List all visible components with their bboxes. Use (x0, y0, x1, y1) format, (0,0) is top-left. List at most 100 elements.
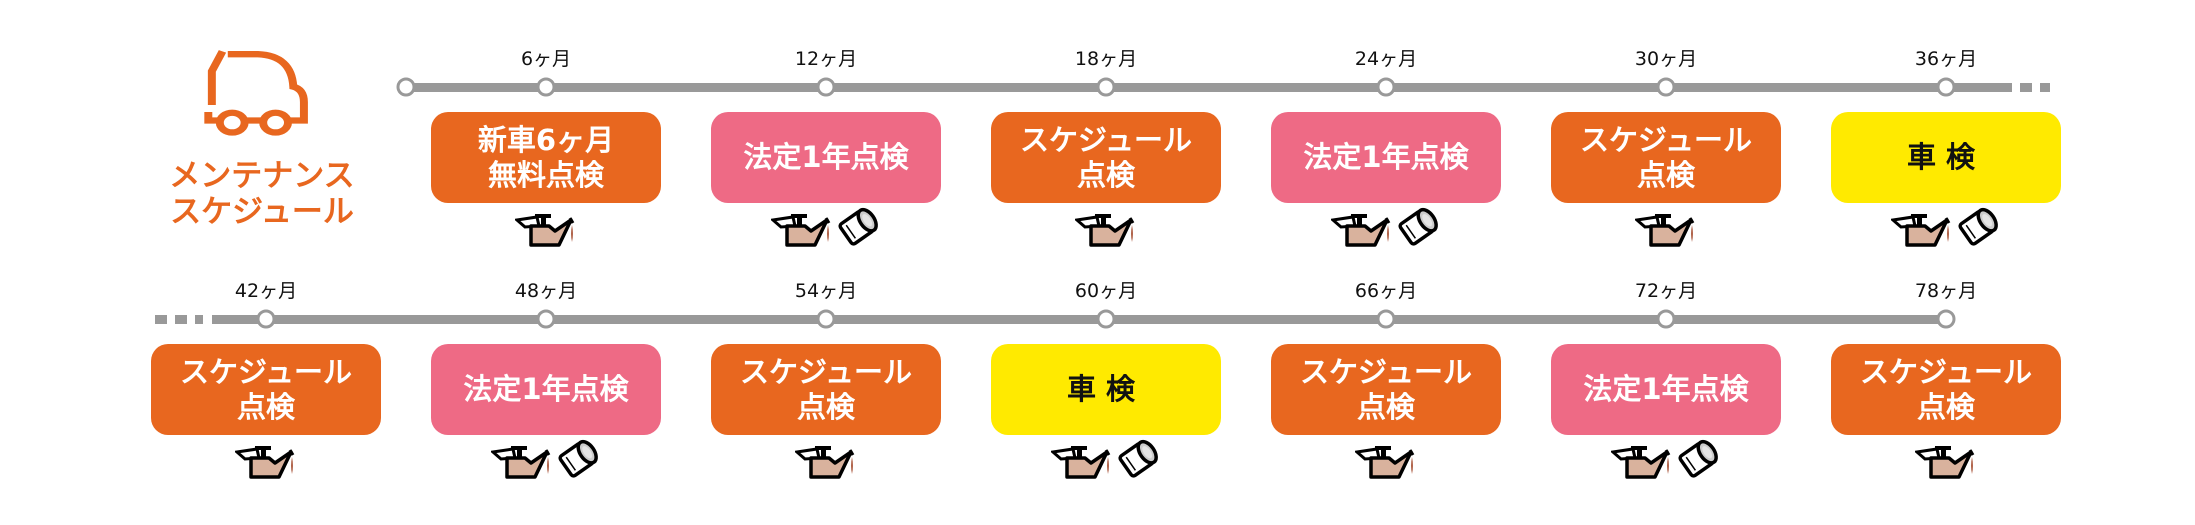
milestone-month-label: 12ヶ月 (794, 48, 858, 70)
oil-can-icon (1329, 212, 1393, 252)
inspection-box-pink: 法定1年点検 (1271, 112, 1501, 203)
milestone-month-label: 18ヶ月 (1074, 48, 1138, 70)
car-icon (204, 50, 308, 136)
timeline-continuation-dash (195, 315, 203, 324)
inspection-name: スケジュール (1300, 354, 1472, 389)
timeline-continuation-dash (2020, 83, 2032, 92)
oil-filter-icon (837, 204, 881, 252)
timeline-line-row-1 (406, 83, 2012, 92)
inspection-box-pink: 法定1年点検 (711, 112, 941, 203)
inspection-box-yellow: 車検 (991, 344, 1221, 435)
inspection-name: 無料点検 (487, 157, 604, 192)
inspection-name: 法定1年点検 (463, 372, 629, 406)
milestone-month-label: 42ヶ月 (234, 280, 298, 302)
milestone-month-label: 66ヶ月 (1354, 280, 1418, 302)
service-icons (793, 440, 857, 484)
milestone-dot (816, 77, 836, 97)
milestone-dot (816, 309, 836, 329)
service-icons (513, 208, 577, 252)
milestone-dot (256, 309, 276, 329)
milestone-month-label: 72ヶ月 (1634, 280, 1698, 302)
inspection-name: 車検 (1906, 140, 1985, 174)
oil-can-icon (1049, 444, 1113, 484)
milestone-dot (1656, 309, 1676, 329)
milestone-month-label: 24ヶ月 (1354, 48, 1418, 70)
service-icons (1633, 208, 1697, 252)
oil-can-icon (793, 444, 857, 484)
oil-can-icon (1073, 212, 1137, 252)
service-icons (489, 439, 601, 484)
inspection-box-orange: 新車6ヶ月無料点検 (431, 112, 661, 203)
title-line-2: スケジュール (170, 194, 354, 230)
service-icons (1609, 439, 1721, 484)
inspection-name: 法定1年点検 (1303, 140, 1469, 174)
oil-can-icon (1889, 212, 1953, 252)
inspection-box-yellow: 車検 (1831, 112, 2061, 203)
milestone-dot (1376, 309, 1396, 329)
oil-filter-icon (1677, 436, 1721, 484)
timeline-line-row-2 (212, 315, 1946, 324)
inspection-name: 法定1年点検 (1583, 372, 1749, 406)
inspection-name: 点検 (1356, 389, 1415, 424)
milestone-dot (1096, 309, 1116, 329)
milestone-month-label: 78ヶ月 (1914, 280, 1978, 302)
inspection-name: 新車6ヶ月 (477, 122, 615, 157)
oil-can-icon (1913, 444, 1977, 484)
inspection-name: スケジュール (180, 354, 352, 389)
oil-can-icon (1609, 444, 1673, 484)
inspection-name: スケジュール (1580, 122, 1752, 157)
oil-can-icon (769, 212, 833, 252)
service-icons (1913, 440, 1977, 484)
inspection-name: スケジュール (1020, 122, 1192, 157)
service-icons (1073, 208, 1137, 252)
inspection-name: 点検 (1076, 157, 1135, 192)
inspection-name: 車検 (1066, 372, 1145, 406)
inspection-name: 点検 (236, 389, 295, 424)
oil-can-icon (489, 444, 553, 484)
milestone-dot (1936, 309, 1956, 329)
inspection-name: 点検 (1916, 389, 1975, 424)
service-icons (769, 207, 881, 252)
milestone-dot (536, 309, 556, 329)
oil-can-icon (513, 212, 577, 252)
oil-filter-icon (557, 436, 601, 484)
milestone-month-label: 60ヶ月 (1074, 280, 1138, 302)
milestone-dot (536, 77, 556, 97)
inspection-box-orange: スケジュール点検 (1551, 112, 1781, 203)
inspection-box-pink: 法定1年点検 (1551, 344, 1781, 435)
service-icons (1049, 439, 1161, 484)
inspection-box-pink: 法定1年点検 (431, 344, 661, 435)
inspection-box-orange: スケジュール点検 (711, 344, 941, 435)
milestone-month-label: 30ヶ月 (1634, 48, 1698, 70)
inspection-name: 点検 (796, 389, 855, 424)
title-line-1: メンテナンス (169, 158, 355, 194)
timeline-start-dot (396, 77, 416, 97)
service-icons (1889, 207, 2001, 252)
inspection-name: 点検 (1636, 157, 1695, 192)
milestone-dot (1096, 77, 1116, 97)
inspection-box-orange: スケジュール点検 (1271, 344, 1501, 435)
service-icons (233, 440, 297, 484)
milestone-dot (1936, 77, 1956, 97)
oil-filter-icon (1957, 204, 2001, 252)
timeline-continuation-dash (2040, 83, 2050, 92)
oil-can-icon (1633, 212, 1697, 252)
oil-filter-icon (1397, 204, 1441, 252)
oil-can-icon (1353, 444, 1417, 484)
milestone-month-label: 6ヶ月 (520, 48, 572, 70)
service-icons (1353, 440, 1417, 484)
timeline-continuation-dash (155, 315, 167, 324)
inspection-name: スケジュール (740, 354, 912, 389)
oil-filter-icon (1117, 436, 1161, 484)
inspection-name: 法定1年点検 (743, 140, 909, 174)
milestone-month-label: 36ヶ月 (1914, 48, 1978, 70)
inspection-box-orange: スケジュール点検 (1831, 344, 2061, 435)
inspection-name: スケジュール (1860, 354, 2032, 389)
milestone-dot (1656, 77, 1676, 97)
page-title: メンテナンス スケジュール (142, 158, 382, 230)
service-icons (1329, 207, 1441, 252)
oil-can-icon (233, 444, 297, 484)
milestone-dot (1376, 77, 1396, 97)
inspection-box-orange: スケジュール点検 (991, 112, 1221, 203)
inspection-box-orange: スケジュール点検 (151, 344, 381, 435)
